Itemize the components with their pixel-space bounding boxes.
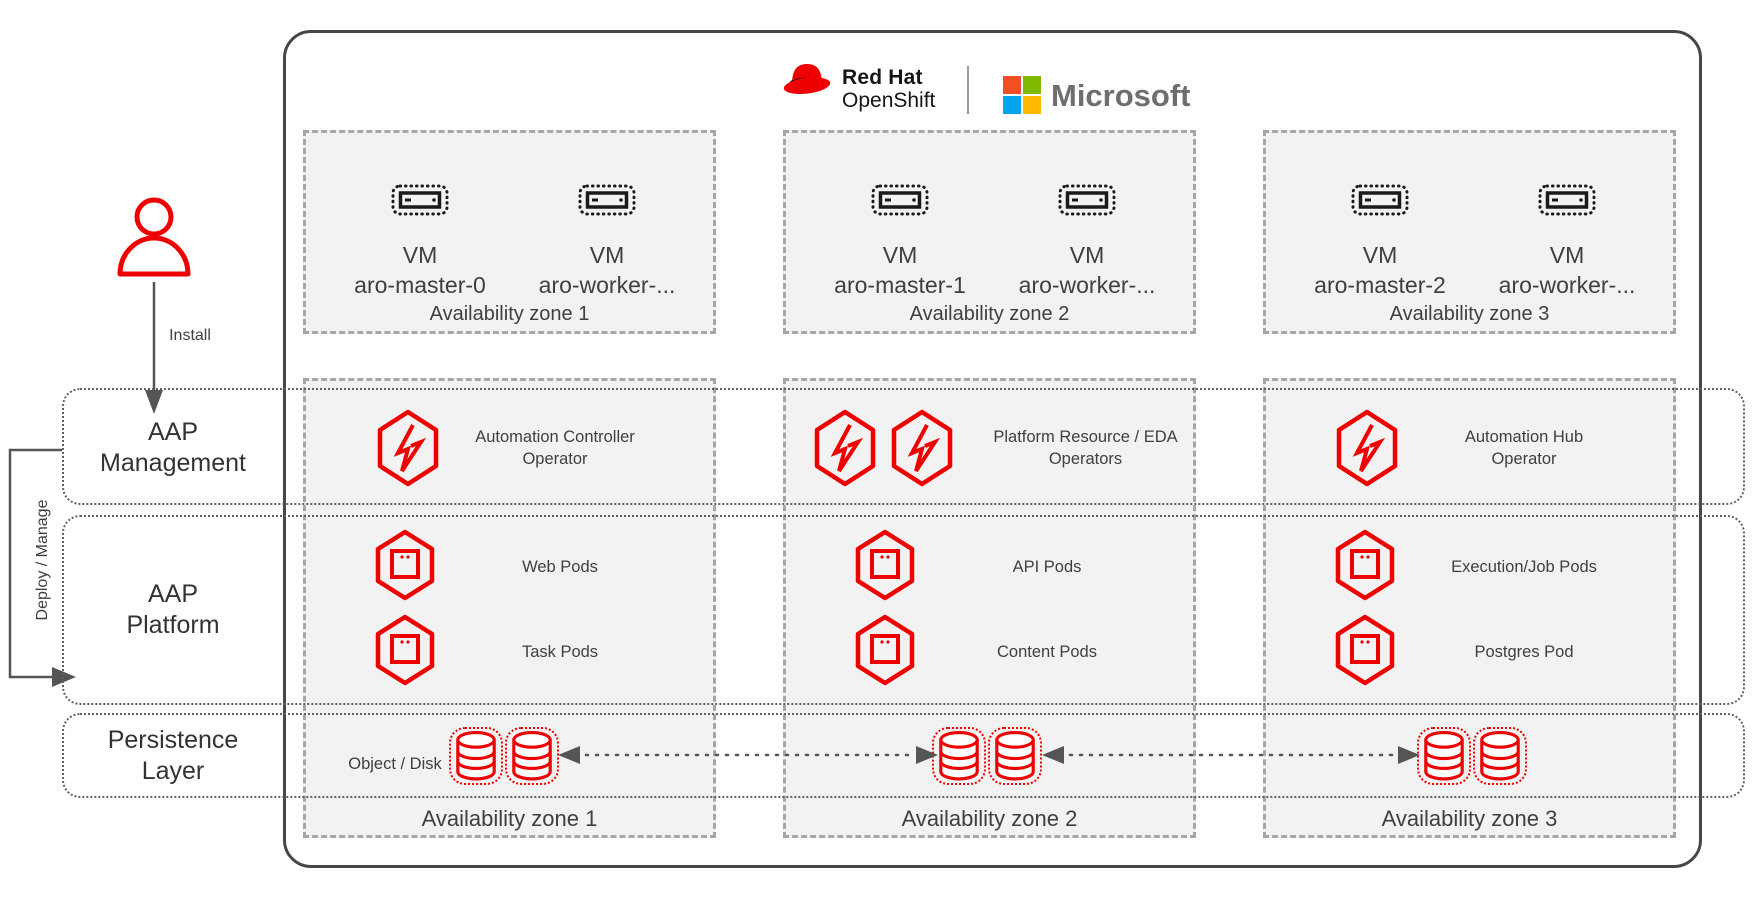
install-arrow [145, 282, 163, 414]
microsoft-wordmark: Microsoft [1051, 78, 1191, 113]
pod-icon [1335, 529, 1395, 601]
redhat-fedora-icon [783, 64, 831, 95]
replication-arrow-zone1-zone2 [558, 746, 938, 764]
vm-type-label: VM [1069, 242, 1105, 268]
zone1-top-caption: Availability zone 1 [429, 303, 590, 325]
vm-name: aro-worker-... [538, 272, 676, 298]
aap-platform-label: AAP Platform [63, 579, 283, 641]
operator-icon [1336, 409, 1398, 487]
band2-line1: AAP [147, 580, 199, 608]
operator-icon [891, 409, 953, 487]
database-icon [1473, 727, 1527, 785]
vm-type-label: VM [402, 242, 438, 268]
pod-label: Execution/Job Pods [1451, 558, 1597, 576]
ms-square-green [1023, 76, 1041, 94]
vm-icon [1351, 184, 1409, 216]
storage-disks [1417, 727, 1527, 785]
pod-label: Task Pods [521, 643, 599, 661]
vm-type-label: VM [1549, 242, 1585, 268]
replication-arrow-zone2-zone3 [1042, 746, 1420, 764]
redhat-wordmark-line1: Red Hat [842, 66, 923, 89]
database-icon [932, 727, 986, 785]
aap-management-label: AAP Management [63, 417, 283, 479]
zone2-top-caption: Availability zone 2 [909, 303, 1070, 325]
vm-icon [871, 184, 929, 216]
vm-name: aro-worker-... [1498, 272, 1636, 298]
vm-icon [391, 184, 449, 216]
band3-line1: Persistence [107, 726, 239, 754]
persistence-layer-label: Persistence Layer [63, 725, 283, 787]
pod-label: Content Pods [997, 643, 1097, 661]
aap-platform-band [62, 515, 1745, 705]
vm-name: aro-master-0 [354, 272, 486, 298]
pod-icon [375, 529, 435, 601]
database-icon [988, 727, 1042, 785]
zone3-vm-box [1263, 130, 1676, 334]
vm-type-label: VM [1362, 242, 1398, 268]
zone2-bottom-caption: Availability zone 2 [901, 806, 1078, 831]
zone3-bottom-caption: Availability zone 3 [1381, 806, 1558, 831]
pod-icon [855, 614, 915, 686]
zone2-vm-box [783, 130, 1196, 334]
microsoft-logo-icon [1003, 76, 1041, 114]
ms-square-red [1003, 76, 1021, 94]
band1-line2: Management [100, 449, 246, 477]
object-disk-label: Object / Disk [348, 755, 442, 773]
vm-icon [1058, 184, 1116, 216]
vm-type-label: VM [589, 242, 625, 268]
zone1-vm-box [303, 130, 716, 334]
vm-name: aro-master-1 [834, 272, 966, 298]
operator-label: Automation Controller Operator [475, 428, 635, 468]
zone1-platform-box [303, 378, 716, 838]
install-label: Install [169, 327, 211, 344]
zone1-bottom-caption: Availability zone 1 [421, 806, 598, 831]
operator-icon [814, 409, 876, 487]
database-icon [505, 727, 559, 785]
pod-label: API Pods [1012, 558, 1082, 576]
deploy-manage-label: Deploy / Manage [34, 499, 51, 621]
persistence-band [62, 713, 1745, 798]
deploy-manage-bracket [8, 448, 76, 687]
pod-icon [855, 529, 915, 601]
vm-name: aro-master-2 [1314, 272, 1446, 298]
database-icon [449, 727, 503, 785]
pod-label: Postgres Pod [1474, 643, 1574, 661]
band1-line1: AAP [147, 418, 199, 446]
operator-icon [377, 409, 439, 487]
vm-type-label: VM [882, 242, 918, 268]
operator-label: Platform Resource / EDA Operators [993, 428, 1178, 468]
logo-divider [967, 66, 969, 114]
vm-icon [1538, 184, 1596, 216]
pod-label: Web Pods [522, 558, 598, 576]
storage-disks [932, 727, 1042, 785]
openshift-cluster-container [283, 30, 1702, 868]
ms-square-yellow [1023, 96, 1041, 114]
storage-disks [449, 727, 559, 785]
database-icon [1417, 727, 1471, 785]
pod-icon [375, 614, 435, 686]
redhat-wordmark: Red Hat OpenShift [842, 66, 935, 112]
ms-square-blue [1003, 96, 1021, 114]
redhat-wordmark-line2: OpenShift [842, 89, 936, 112]
zone3-top-caption: Availability zone 3 [1389, 303, 1550, 325]
vm-icon [578, 184, 636, 216]
user-icon [117, 197, 191, 277]
vm-name: aro-worker-... [1018, 272, 1156, 298]
band3-line2: Layer [141, 757, 205, 785]
band2-line2: Platform [126, 611, 220, 639]
pod-icon [1335, 614, 1395, 686]
operator-label: Automation Hub Operator [1464, 428, 1584, 468]
aap-management-band [62, 388, 1745, 505]
